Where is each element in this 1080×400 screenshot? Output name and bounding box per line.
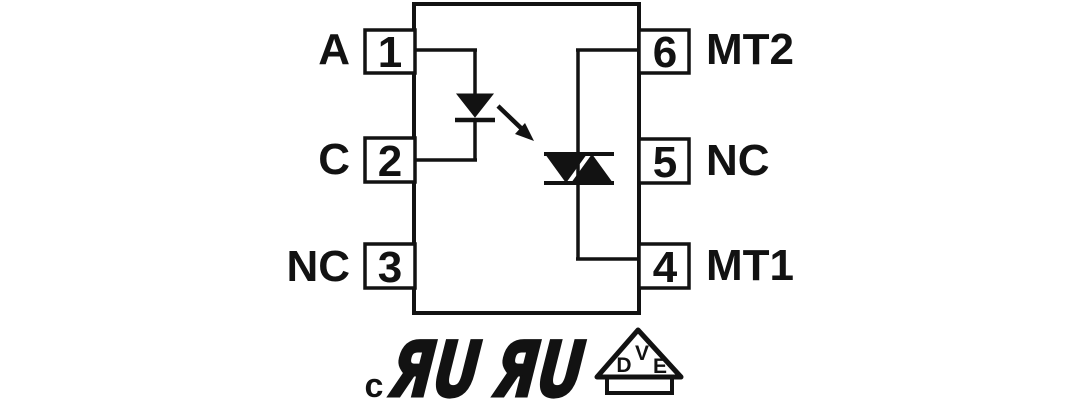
- pin-label-c: C: [318, 135, 350, 184]
- light-arrow-head: [515, 123, 534, 141]
- pin-label-nc-right: NC: [706, 136, 770, 185]
- pin-1-number: 1: [378, 28, 402, 77]
- cul-recognized-logo-icon: ЯU: [380, 326, 490, 400]
- vde-letter-e: E: [653, 355, 667, 378]
- cul-prefix-c: c: [365, 367, 384, 400]
- pin-4-box: [637, 242, 691, 290]
- left-pin-boxes: [363, 28, 417, 290]
- light-arrow-shaft: [496, 104, 525, 132]
- pin-label-a: A: [318, 25, 350, 74]
- led-triangle: [455, 93, 495, 118]
- pin-1-box: [363, 28, 417, 75]
- pin-label-mt2: MT2: [706, 25, 794, 74]
- triac-icon: [544, 152, 614, 185]
- right-pin-boxes: [637, 28, 691, 290]
- pin-2-number: 2: [378, 137, 402, 186]
- pin-label-nc-left: NC: [286, 242, 350, 291]
- led-diode-icon: [455, 93, 495, 123]
- pin-5-number: 5: [653, 138, 677, 187]
- vde-letter-d: D: [616, 354, 631, 377]
- pin-label-mt1: MT1: [706, 241, 794, 290]
- pin-6-box: [637, 28, 691, 75]
- ul-recognized-mark: ЯU: [483, 325, 596, 400]
- pin-6-number: 6: [653, 28, 677, 77]
- led-circuit-wires: [414, 48, 477, 162]
- cul-recognized-mark: c ЯU: [365, 325, 492, 400]
- triac-right-triangle: [571, 154, 613, 183]
- vde-triangle-icon: [594, 327, 684, 380]
- triac-left-triangle: [545, 154, 587, 183]
- light-emission-arrow-icon: [496, 104, 534, 141]
- ul-recognized-logo-icon: ЯU: [484, 326, 594, 400]
- vde-mark: D V E: [594, 327, 684, 395]
- pin-2-box: [363, 136, 417, 184]
- pin-3-box: [363, 242, 417, 290]
- pin-5-box: [637, 137, 691, 185]
- pin-3-number: 3: [378, 243, 402, 292]
- pin-4-number: 4: [653, 243, 678, 292]
- vde-letter-v: V: [635, 342, 649, 365]
